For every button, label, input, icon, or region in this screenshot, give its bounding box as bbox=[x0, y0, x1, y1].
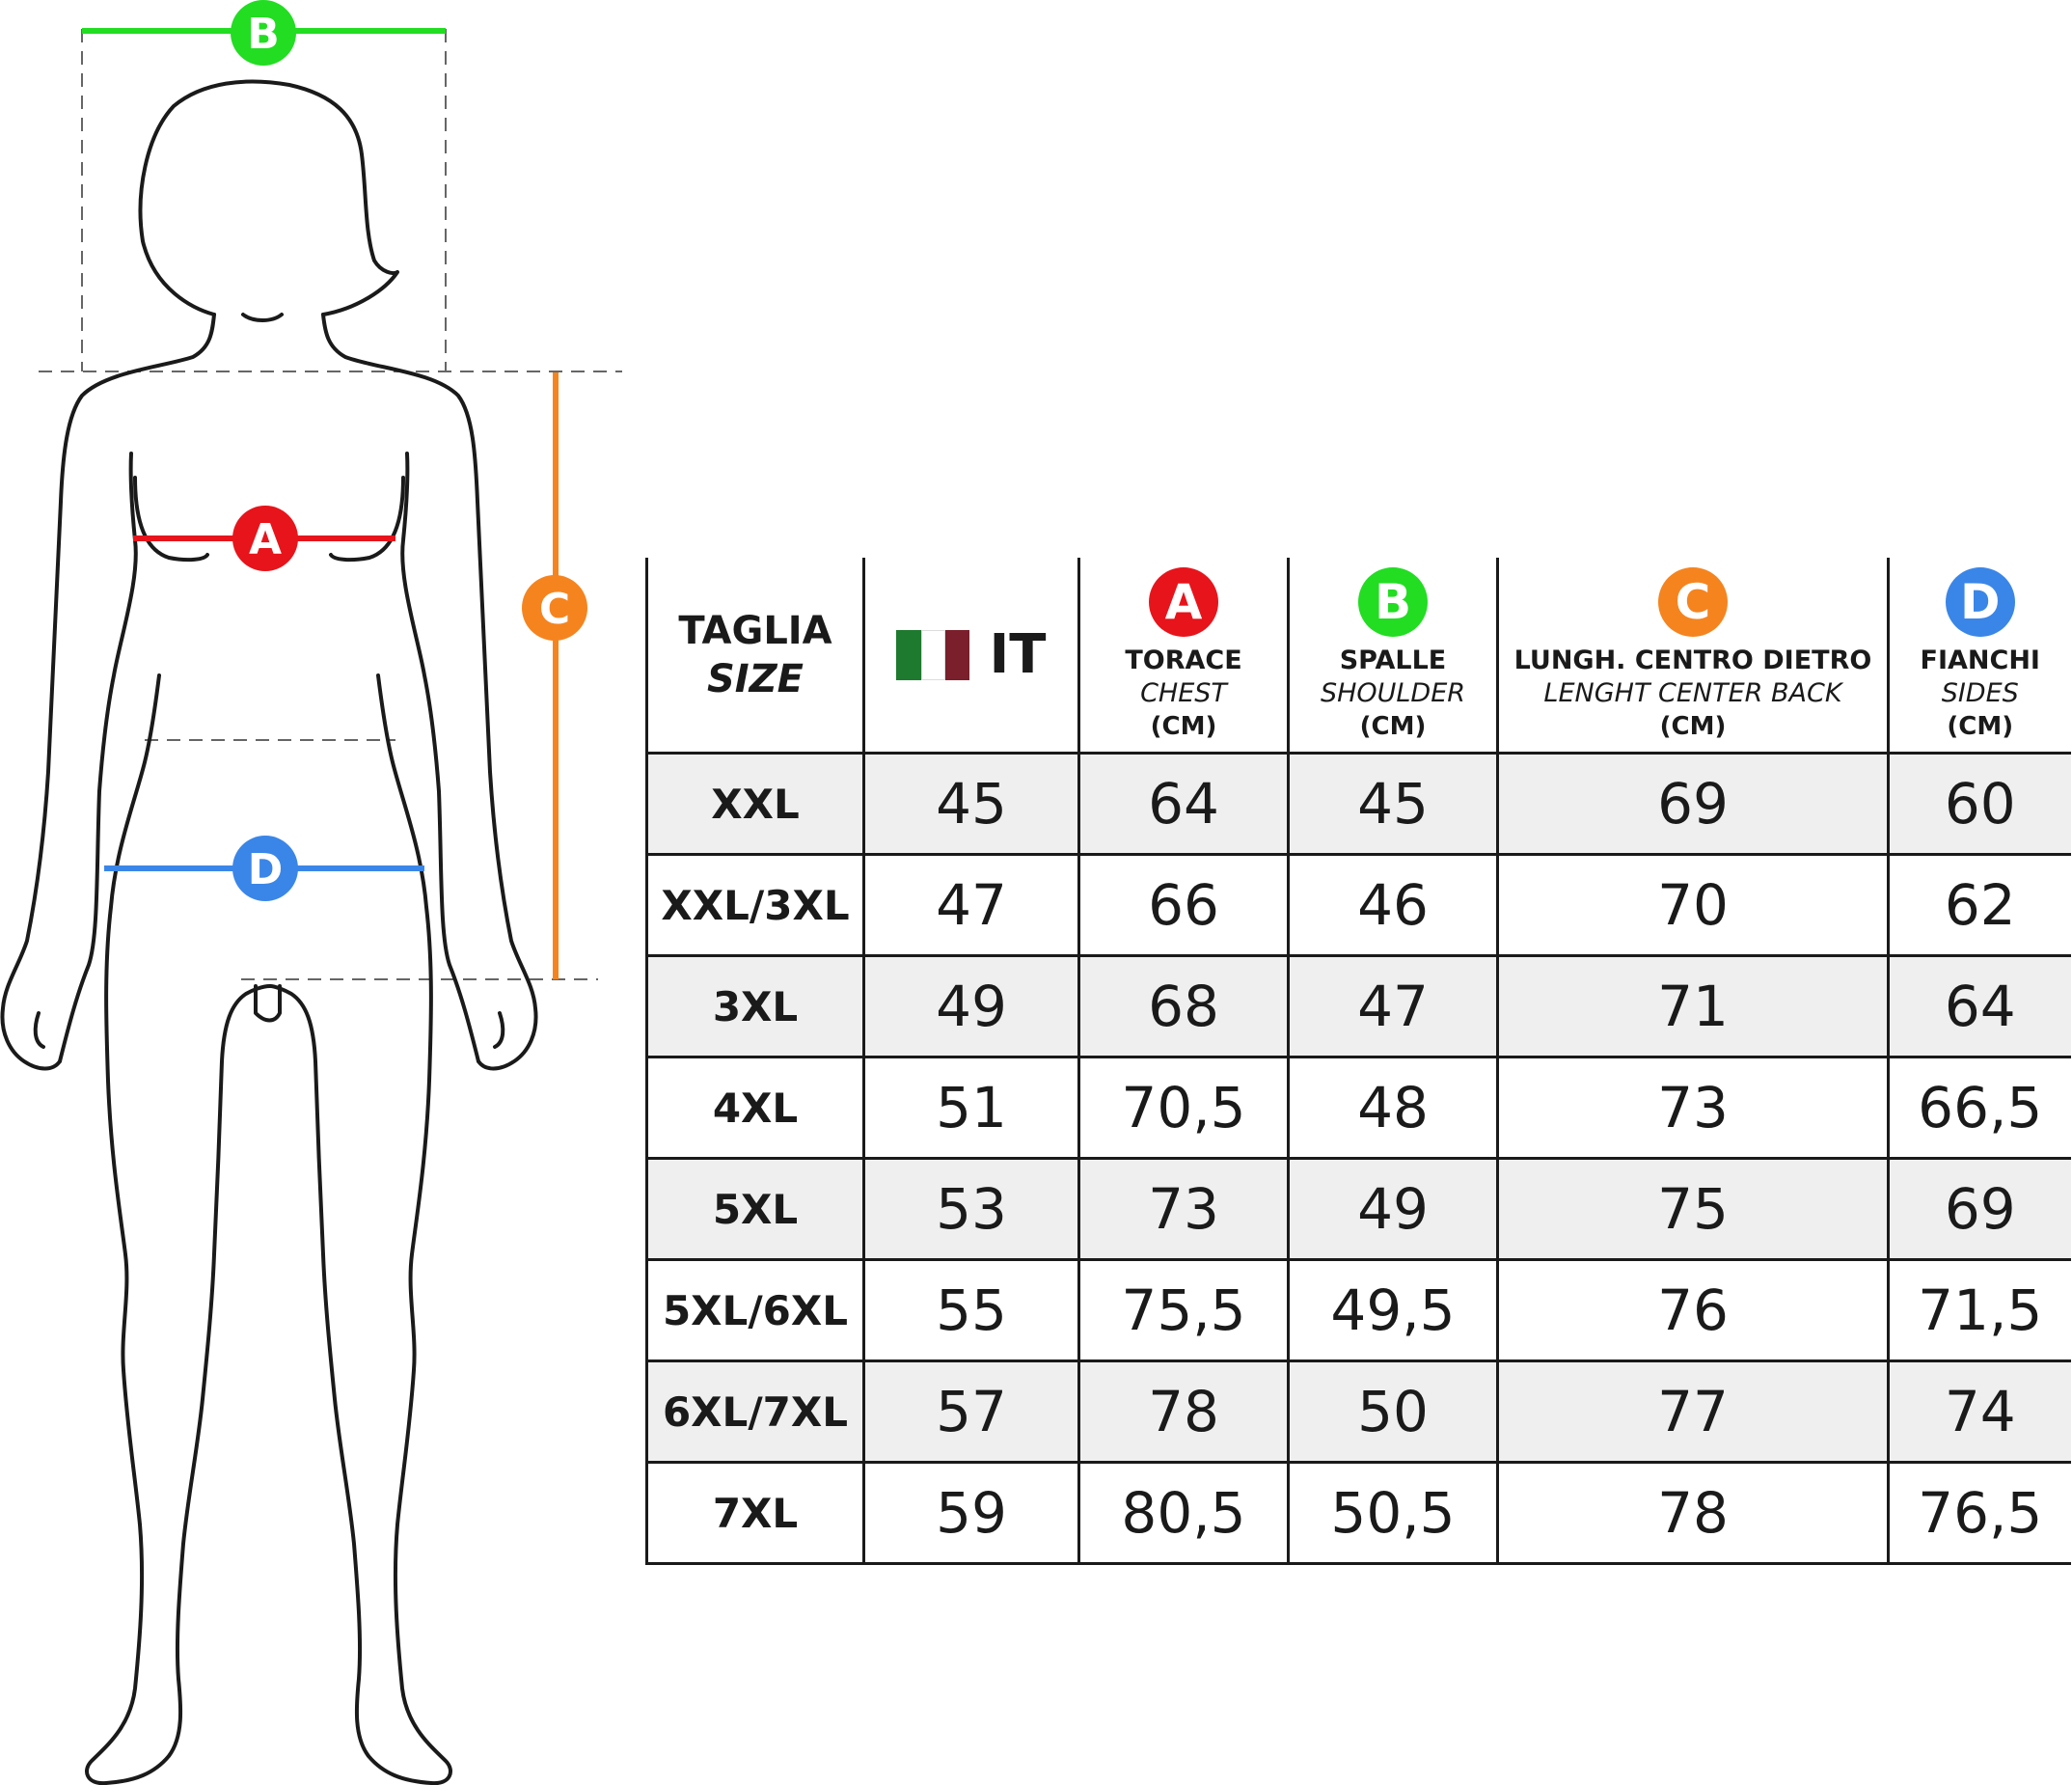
cell-shoulder: 49 bbox=[1287, 1157, 1499, 1261]
header-chest-unit: (CM) bbox=[1150, 711, 1217, 741]
cell-it: 49 bbox=[862, 954, 1080, 1058]
header-shoulder-en: SHOULDER bbox=[1320, 677, 1466, 708]
cell-it: 45 bbox=[862, 752, 1080, 856]
cell-shoulder: 46 bbox=[1287, 853, 1499, 957]
cell-it: 59 bbox=[862, 1461, 1080, 1565]
header-length-unit: (CM) bbox=[1659, 711, 1727, 741]
silhouette bbox=[0, 79, 538, 1785]
badge-c: C bbox=[522, 575, 587, 641]
header-badge-c: C bbox=[1658, 566, 1728, 637]
cell-chest: 80,5 bbox=[1077, 1461, 1290, 1565]
table-row: XXL 45 64 45 69 60 bbox=[645, 752, 2071, 856]
cell-size: 4XL bbox=[645, 1056, 865, 1160]
cell-it: 51 bbox=[862, 1056, 1080, 1160]
header-it: IT bbox=[862, 558, 1080, 755]
cell-it: 53 bbox=[862, 1157, 1080, 1261]
cell-sides: 71,5 bbox=[1887, 1258, 2071, 1362]
header-sides-unit: (CM) bbox=[1947, 711, 2014, 741]
cell-sides: 76,5 bbox=[1887, 1461, 2071, 1565]
header-sides-en: SIDES bbox=[1941, 677, 2019, 708]
header-shoulder: B SPALLE SHOULDER (CM) bbox=[1287, 558, 1499, 755]
badge-b: B bbox=[231, 0, 296, 66]
header-sides-it: FIANCHI bbox=[1920, 645, 2040, 675]
cell-length: 70 bbox=[1496, 853, 1890, 957]
svg-text:C: C bbox=[539, 585, 570, 634]
cell-shoulder: 48 bbox=[1287, 1056, 1499, 1160]
cell-size: 3XL bbox=[645, 954, 865, 1058]
cell-size: 5XL/6XL bbox=[645, 1258, 865, 1362]
cell-chest: 64 bbox=[1077, 752, 1290, 856]
header-sides: D FIANCHI SIDES (CM) bbox=[1887, 558, 2071, 755]
header-length-en: LENGHT CENTER BACK bbox=[1543, 677, 1842, 708]
cell-chest: 78 bbox=[1077, 1359, 1290, 1464]
cell-length: 77 bbox=[1496, 1359, 1890, 1464]
body-figure: B A C D bbox=[0, 0, 627, 1785]
cell-shoulder: 50 bbox=[1287, 1359, 1499, 1464]
header-length-it: LUNGH. CENTRO DIETRO bbox=[1513, 645, 1872, 675]
cell-chest: 70,5 bbox=[1077, 1056, 1290, 1160]
cell-shoulder: 45 bbox=[1287, 752, 1499, 856]
cell-shoulder: 47 bbox=[1287, 954, 1499, 1058]
badge-a: A bbox=[232, 506, 298, 571]
header-chest-it: TORACE bbox=[1125, 645, 1242, 675]
cell-chest: 73 bbox=[1077, 1157, 1290, 1261]
guide-lines bbox=[39, 29, 622, 980]
header-it-label: IT bbox=[989, 623, 1047, 686]
header-badge-a: A bbox=[1149, 566, 1218, 637]
header-badge-d: D bbox=[1945, 566, 2015, 637]
cell-it: 47 bbox=[862, 853, 1080, 957]
table-row: XXL/3XL 47 66 46 70 62 bbox=[645, 853, 2071, 957]
cell-length: 71 bbox=[1496, 954, 1890, 1058]
cell-sides: 64 bbox=[1887, 954, 2071, 1058]
cell-length: 76 bbox=[1496, 1258, 1890, 1362]
cell-chest: 75,5 bbox=[1077, 1258, 1290, 1362]
header-size-en: SIZE bbox=[706, 656, 804, 701]
cell-shoulder: 50,5 bbox=[1287, 1461, 1499, 1565]
size-table: TAGLIA SIZE IT A TORACE CHEST (CM) B SPA… bbox=[645, 558, 2071, 1565]
table-row: 7XL 59 80,5 50,5 78 76,5 bbox=[645, 1461, 2071, 1565]
cell-it: 55 bbox=[862, 1258, 1080, 1362]
cell-chest: 68 bbox=[1077, 954, 1290, 1058]
cell-size: XXL bbox=[645, 752, 865, 856]
cell-sides: 69 bbox=[1887, 1157, 2071, 1261]
cell-shoulder: 49,5 bbox=[1287, 1258, 1499, 1362]
cell-sides: 66,5 bbox=[1887, 1056, 2071, 1160]
table-row: 3XL 49 68 47 71 64 bbox=[645, 954, 2071, 1058]
cell-size: 6XL/7XL bbox=[645, 1359, 865, 1464]
table-header-row: TAGLIA SIZE IT A TORACE CHEST (CM) B SPA… bbox=[645, 558, 2071, 755]
cell-chest: 66 bbox=[1077, 853, 1290, 957]
table-row: 6XL/7XL 57 78 50 77 74 bbox=[645, 1359, 2071, 1464]
cell-sides: 60 bbox=[1887, 752, 2071, 856]
header-shoulder-it: SPALLE bbox=[1339, 645, 1447, 675]
cell-length: 69 bbox=[1496, 752, 1890, 856]
cell-length: 75 bbox=[1496, 1157, 1890, 1261]
header-shoulder-unit: (CM) bbox=[1359, 711, 1427, 741]
table-row: 5XL 53 73 49 75 69 bbox=[645, 1157, 2071, 1261]
header-badge-b: B bbox=[1358, 566, 1428, 637]
badge-d: D bbox=[232, 836, 298, 901]
table-row: 5XL/6XL 55 75,5 49,5 76 71,5 bbox=[645, 1258, 2071, 1362]
italy-flag-icon bbox=[896, 629, 970, 680]
header-chest: A TORACE CHEST (CM) bbox=[1077, 558, 1290, 755]
cell-size: XXL/3XL bbox=[645, 853, 865, 957]
header-length: C LUNGH. CENTRO DIETRO LENGHT CENTER BAC… bbox=[1496, 558, 1890, 755]
svg-text:D: D bbox=[248, 845, 284, 894]
svg-text:A: A bbox=[249, 515, 282, 564]
cell-length: 73 bbox=[1496, 1056, 1890, 1160]
header-chest-en: CHEST bbox=[1140, 677, 1227, 708]
cell-size: 5XL bbox=[645, 1157, 865, 1261]
cell-sides: 62 bbox=[1887, 853, 2071, 957]
svg-text:B: B bbox=[247, 10, 280, 59]
cell-sides: 74 bbox=[1887, 1359, 2071, 1464]
header-size-it: TAGLIA bbox=[678, 608, 832, 653]
table-row: 4XL 51 70,5 48 73 66,5 bbox=[645, 1056, 2071, 1160]
cell-it: 57 bbox=[862, 1359, 1080, 1464]
cell-size: 7XL bbox=[645, 1461, 865, 1565]
header-size: TAGLIA SIZE bbox=[645, 558, 865, 755]
cell-length: 78 bbox=[1496, 1461, 1890, 1565]
